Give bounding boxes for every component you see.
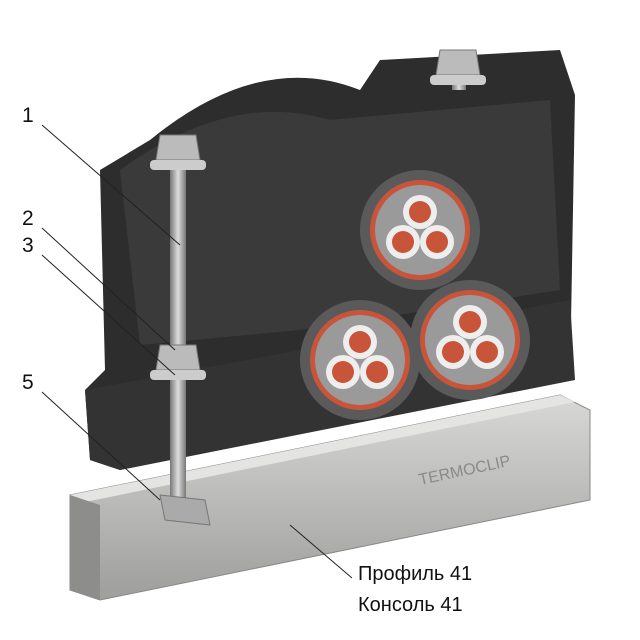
leader-lines bbox=[41, 124, 353, 579]
callout-5: 5 bbox=[22, 371, 34, 394]
callout-2: 2 bbox=[22, 207, 34, 230]
callout-3: 3 bbox=[22, 234, 34, 257]
mounting-rail: TERMOCLIP bbox=[69, 394, 591, 601]
callout-1: 1 bbox=[22, 104, 34, 127]
bolt-rear bbox=[430, 49, 486, 90]
caption-profile: Профиль 41 bbox=[358, 563, 473, 585]
caption-console: Консоль 41 bbox=[358, 594, 463, 616]
cables bbox=[300, 170, 530, 420]
